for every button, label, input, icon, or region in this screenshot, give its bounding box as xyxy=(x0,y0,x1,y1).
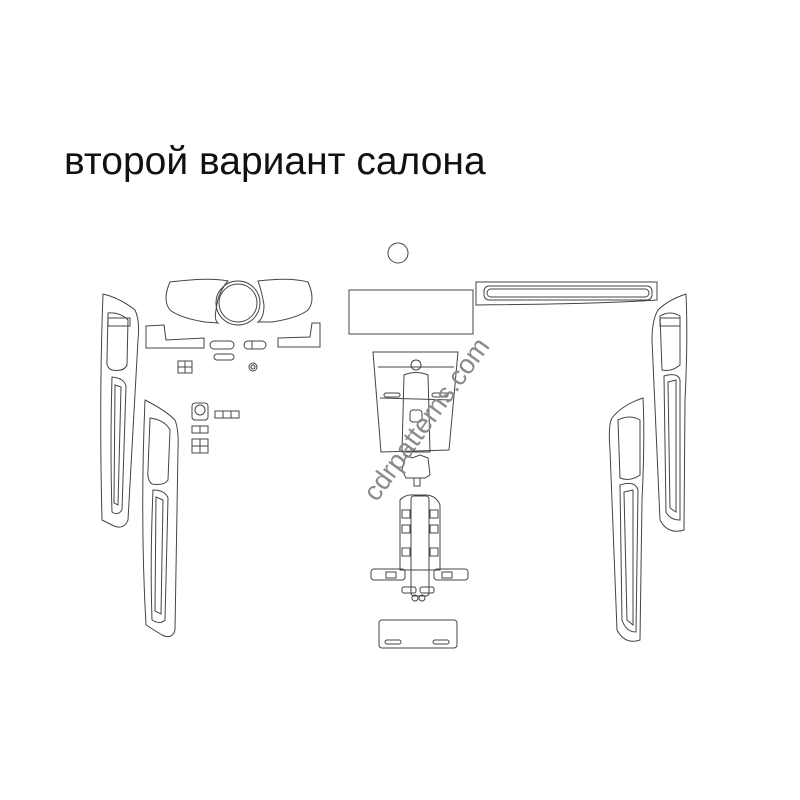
center-console-upper xyxy=(372,351,459,487)
dash-trim-pieces xyxy=(145,322,321,374)
center-console-lower xyxy=(370,494,469,649)
switch-panels xyxy=(191,402,240,454)
rear-right-door-trim xyxy=(608,397,645,642)
start-button-trim xyxy=(387,242,409,264)
rear-left-door-trim xyxy=(142,399,179,638)
dash-strip-trim xyxy=(475,281,658,306)
page-title: второй вариант салона xyxy=(64,140,486,183)
instrument-cluster-trim xyxy=(165,278,313,326)
front-left-door-trim xyxy=(100,293,140,528)
front-right-door-trim xyxy=(651,293,688,532)
screen-trim xyxy=(348,289,474,335)
